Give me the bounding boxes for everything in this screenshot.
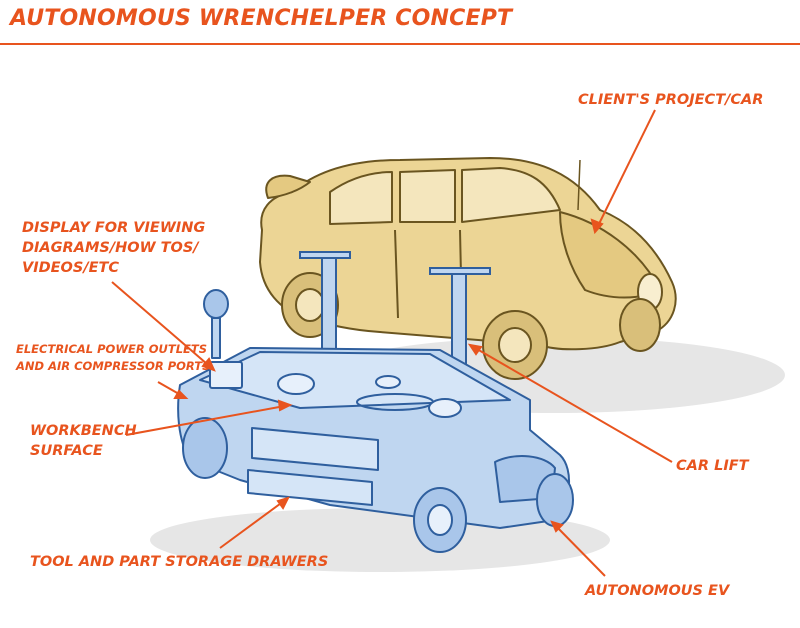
label-display: DISPLAY FOR VIEWING DIAGRAMS/HOW TOS/ VI… <box>22 218 205 278</box>
car-lift <box>299 251 491 381</box>
leader-display <box>111 281 215 371</box>
label-client-car: CLIENT'S PROJECT/CAR <box>578 92 764 108</box>
label-outlets-line-1: ELECTRICAL POWER OUTLETS <box>16 342 208 356</box>
car-wheel-front-right <box>619 298 661 352</box>
leader-drawers <box>219 497 289 549</box>
cart-wheel-rear-left <box>182 417 228 479</box>
label-workbench: WORKBENCH SURFACE <box>30 421 137 461</box>
beacon-pole <box>211 317 221 359</box>
leader-lines <box>111 109 673 577</box>
bench-tool-gear <box>428 398 462 418</box>
car-front-hood <box>559 211 661 299</box>
drawer-upper <box>251 427 379 471</box>
drawer-lower <box>247 469 373 506</box>
leader-client-car <box>594 109 656 233</box>
beacon-light <box>203 289 229 319</box>
title-underline <box>0 43 800 45</box>
label-car-lift: CAR LIFT <box>676 458 749 474</box>
leader-ev <box>551 521 606 577</box>
display-screen <box>209 361 243 389</box>
label-outlets: ELECTRICAL POWER OUTLETS AND AIR COMPRES… <box>16 341 210 375</box>
label-ev: AUTONOMOUS EV <box>585 583 730 599</box>
label-workbench-line-1: WORKBENCH <box>30 423 137 439</box>
leader-car-lift <box>469 344 673 463</box>
car-window-front <box>461 167 561 223</box>
label-outlets-line-2: AND AIR COMPRESSOR PORTS <box>16 359 211 373</box>
bench-tool-motor <box>277 373 315 395</box>
label-workbench-line-2: SURFACE <box>30 443 103 459</box>
page-title: AUTONOMOUS WRENCHELPER CONCEPT <box>10 6 513 31</box>
cart-wheel-front <box>536 473 574 527</box>
bench-tool-parts <box>375 375 401 389</box>
label-display-line-3: VIDEOS/ETC <box>22 260 120 276</box>
lift-post-left <box>321 257 337 361</box>
car-rear-hood <box>265 174 311 199</box>
label-display-line-1: DISPLAY FOR VIEWING <box>22 220 206 236</box>
label-drawers: TOOL AND PART STORAGE DRAWERS <box>30 554 329 570</box>
leader-workbench <box>125 404 291 436</box>
car-antenna <box>577 159 581 211</box>
autonomous-ev-cart <box>177 289 574 553</box>
car-window-mid <box>399 169 456 223</box>
car-window-rear <box>329 171 393 225</box>
label-display-line-2: DIAGRAMS/HOW TOS/ <box>22 240 199 256</box>
